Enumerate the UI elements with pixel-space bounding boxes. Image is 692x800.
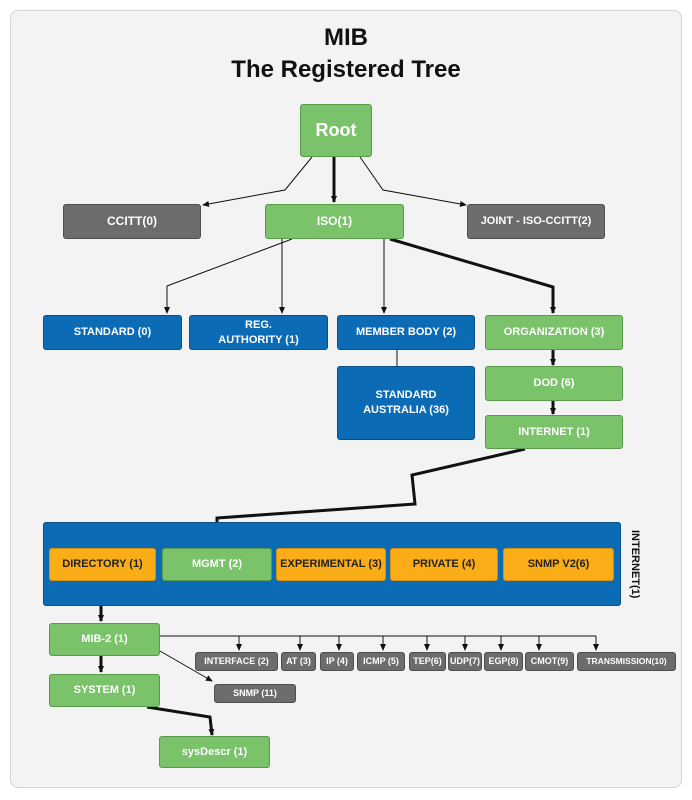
ccitt-node: CCITT(0)	[63, 204, 201, 239]
dod-node: DOD (6)	[485, 366, 623, 401]
standard-australia-node: STANDARD AUSTRALIA (36)	[337, 366, 475, 440]
standard-node: STANDARD (0)	[43, 315, 182, 350]
private-node: PRIVATE (4)	[390, 548, 498, 581]
udp-node: UDP(7)	[448, 652, 482, 671]
cmot-node: CMOT(9)	[525, 652, 574, 671]
tep-node: TEP(6)	[409, 652, 446, 671]
icmp-node: ICMP (5)	[357, 652, 405, 671]
root-node: Root	[300, 104, 372, 157]
member-body-node: MEMBER BODY (2)	[337, 315, 475, 350]
ip-node: IP (4)	[320, 652, 354, 671]
internet-node: INTERNET (1)	[485, 415, 623, 449]
joint-iso-ccitt-node: JOINT - ISO-CCITT(2)	[467, 204, 605, 239]
iso-node: ISO(1)	[265, 204, 404, 239]
mgmt-node: MGMT (2)	[162, 548, 272, 581]
internet-vertical-label: INTERNET(1)	[629, 529, 641, 599]
snmp-v2-node: SNMP V2(6)	[503, 548, 614, 581]
diagram-subtitle: The Registered Tree	[231, 56, 461, 83]
organization-node: ORGANIZATION (3)	[485, 315, 623, 350]
experimental-node: EXPERIMENTAL (3)	[276, 548, 386, 581]
snmp-node: SNMP (11)	[214, 684, 296, 703]
sysdescr-node: sysDescr (1)	[159, 736, 270, 768]
system-node: SYSTEM (1)	[49, 674, 160, 707]
mib2-node: MIB-2 (1)	[49, 623, 160, 656]
at-node: AT (3)	[281, 652, 316, 671]
diagram-title: MIB	[324, 24, 368, 51]
reg-authority-node: REG. AUTHORITY (1)	[189, 315, 328, 350]
transmission-node: TRANSMISSION(10)	[577, 652, 676, 671]
interface-node: INTERFACE (2)	[195, 652, 278, 671]
directory-node: DIRECTORY (1)	[49, 548, 156, 581]
egp-node: EGP(8)	[484, 652, 523, 671]
